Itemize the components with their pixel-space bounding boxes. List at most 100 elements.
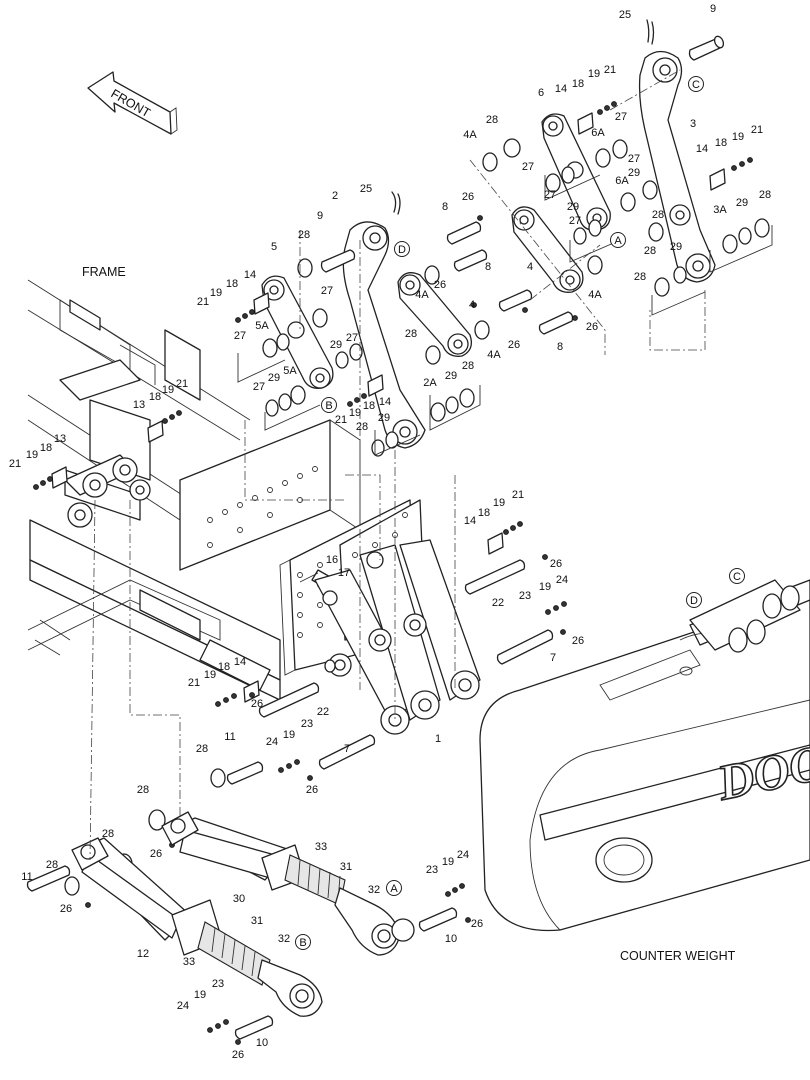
callout-27: 27 xyxy=(569,215,581,227)
ref-marker-B: B xyxy=(295,934,311,950)
callout-14: 14 xyxy=(244,269,256,281)
callout-27: 27 xyxy=(346,332,358,344)
callout-18: 18 xyxy=(715,137,727,149)
callout-29: 29 xyxy=(628,167,640,179)
callout-28: 28 xyxy=(102,828,114,840)
callout-4A: 4A xyxy=(588,289,602,301)
callout-14: 14 xyxy=(696,143,708,155)
callout-6A: 6A xyxy=(615,175,629,187)
callout-28: 28 xyxy=(486,114,498,126)
callout-24: 24 xyxy=(266,736,278,748)
callout-18: 18 xyxy=(478,507,490,519)
callout-10: 10 xyxy=(256,1037,268,1049)
callout-9: 9 xyxy=(710,3,716,15)
callout-27: 27 xyxy=(544,189,556,201)
callout-19: 19 xyxy=(204,669,216,681)
callout-1: 1 xyxy=(435,733,441,745)
callout-4A: 4A xyxy=(487,349,501,361)
callout-24: 24 xyxy=(177,1000,189,1012)
callout-12: 12 xyxy=(137,948,149,960)
callout-18: 18 xyxy=(226,278,238,290)
counter-weight-label: COUNTER WEIGHT xyxy=(620,949,736,963)
callout-5A: 5A xyxy=(283,365,297,377)
callout-4: 4 xyxy=(527,261,533,273)
callout-21: 21 xyxy=(751,124,763,136)
callout-27: 27 xyxy=(234,330,246,342)
callout-28: 28 xyxy=(46,859,58,871)
callout-29: 29 xyxy=(567,201,579,213)
callout-6A: 6A xyxy=(591,127,605,139)
callout-21: 21 xyxy=(335,414,347,426)
callout-26: 26 xyxy=(572,635,584,647)
callout-27: 27 xyxy=(321,285,333,297)
callout-27: 27 xyxy=(615,111,627,123)
callout-7: 7 xyxy=(550,652,556,664)
callout-4: 4 xyxy=(469,299,475,311)
callout-28: 28 xyxy=(462,360,474,372)
callout-18: 18 xyxy=(40,442,52,454)
callout-23: 23 xyxy=(212,978,224,990)
callout-28: 28 xyxy=(644,245,656,257)
callout-29: 29 xyxy=(268,372,280,384)
callout-25: 25 xyxy=(360,183,372,195)
callout-33: 33 xyxy=(183,956,195,968)
ref-letter-B: B xyxy=(325,400,332,412)
ref-marker-C: C xyxy=(729,568,745,584)
callout-29: 29 xyxy=(445,370,457,382)
callout-13: 13 xyxy=(54,433,66,445)
callout-32: 32 xyxy=(368,884,380,896)
ref-marker-A: A xyxy=(610,232,626,248)
callout-3: 3 xyxy=(690,118,696,130)
callout-5A: 5A xyxy=(255,320,269,332)
ref-marker-B: B xyxy=(321,397,337,413)
callout-32: 32 xyxy=(278,933,290,945)
callout-28: 28 xyxy=(652,209,664,221)
callout-29: 29 xyxy=(330,339,342,351)
callout-19: 19 xyxy=(539,581,551,593)
callout-28: 28 xyxy=(137,784,149,796)
ref-letter-D: D xyxy=(398,244,406,256)
callout-19: 19 xyxy=(493,497,505,509)
ref-letter-A: A xyxy=(390,883,398,895)
callout-5: 5 xyxy=(271,241,277,253)
callout-26: 26 xyxy=(60,903,72,915)
link-4-front xyxy=(397,272,473,357)
callout-11: 11 xyxy=(224,731,235,743)
callout-28: 28 xyxy=(405,328,417,340)
callout-18: 18 xyxy=(363,400,375,412)
callout-29: 29 xyxy=(670,241,682,253)
callout-29: 29 xyxy=(736,197,748,209)
callout-19: 19 xyxy=(26,449,38,461)
cylinder-12 xyxy=(71,837,323,1017)
callout-26: 26 xyxy=(586,321,598,333)
callout-19: 19 xyxy=(210,287,222,299)
callout-19: 19 xyxy=(162,384,174,396)
callout-10: 10 xyxy=(445,933,457,945)
callout-16: 16 xyxy=(326,554,338,566)
callout-8: 8 xyxy=(485,261,491,273)
callout-28: 28 xyxy=(356,421,368,433)
callout-27: 27 xyxy=(628,153,640,165)
callout-28: 28 xyxy=(196,743,208,755)
hinge-lugs xyxy=(64,454,151,528)
link-2 xyxy=(342,221,426,449)
callout-18: 18 xyxy=(218,661,230,673)
counter-weight-lugs xyxy=(689,579,801,653)
ref-letter-C: C xyxy=(692,79,700,91)
callout-19: 19 xyxy=(349,407,361,419)
callout-26: 26 xyxy=(251,698,263,710)
callout-30: 30 xyxy=(233,893,245,905)
ref-marker-C: C xyxy=(688,76,704,92)
ref-letter-B: B xyxy=(299,937,306,949)
callout-19: 19 xyxy=(732,131,744,143)
callout-28: 28 xyxy=(634,271,646,283)
callout-13: 13 xyxy=(133,399,145,411)
callout-26: 26 xyxy=(471,918,483,930)
ref-marker-A: A xyxy=(386,880,402,896)
frame-label: FRAME xyxy=(82,265,126,279)
callout-31: 31 xyxy=(251,915,263,927)
callout-26: 26 xyxy=(462,191,474,203)
callout-14: 14 xyxy=(464,515,476,527)
cylinder-30 xyxy=(161,811,415,956)
